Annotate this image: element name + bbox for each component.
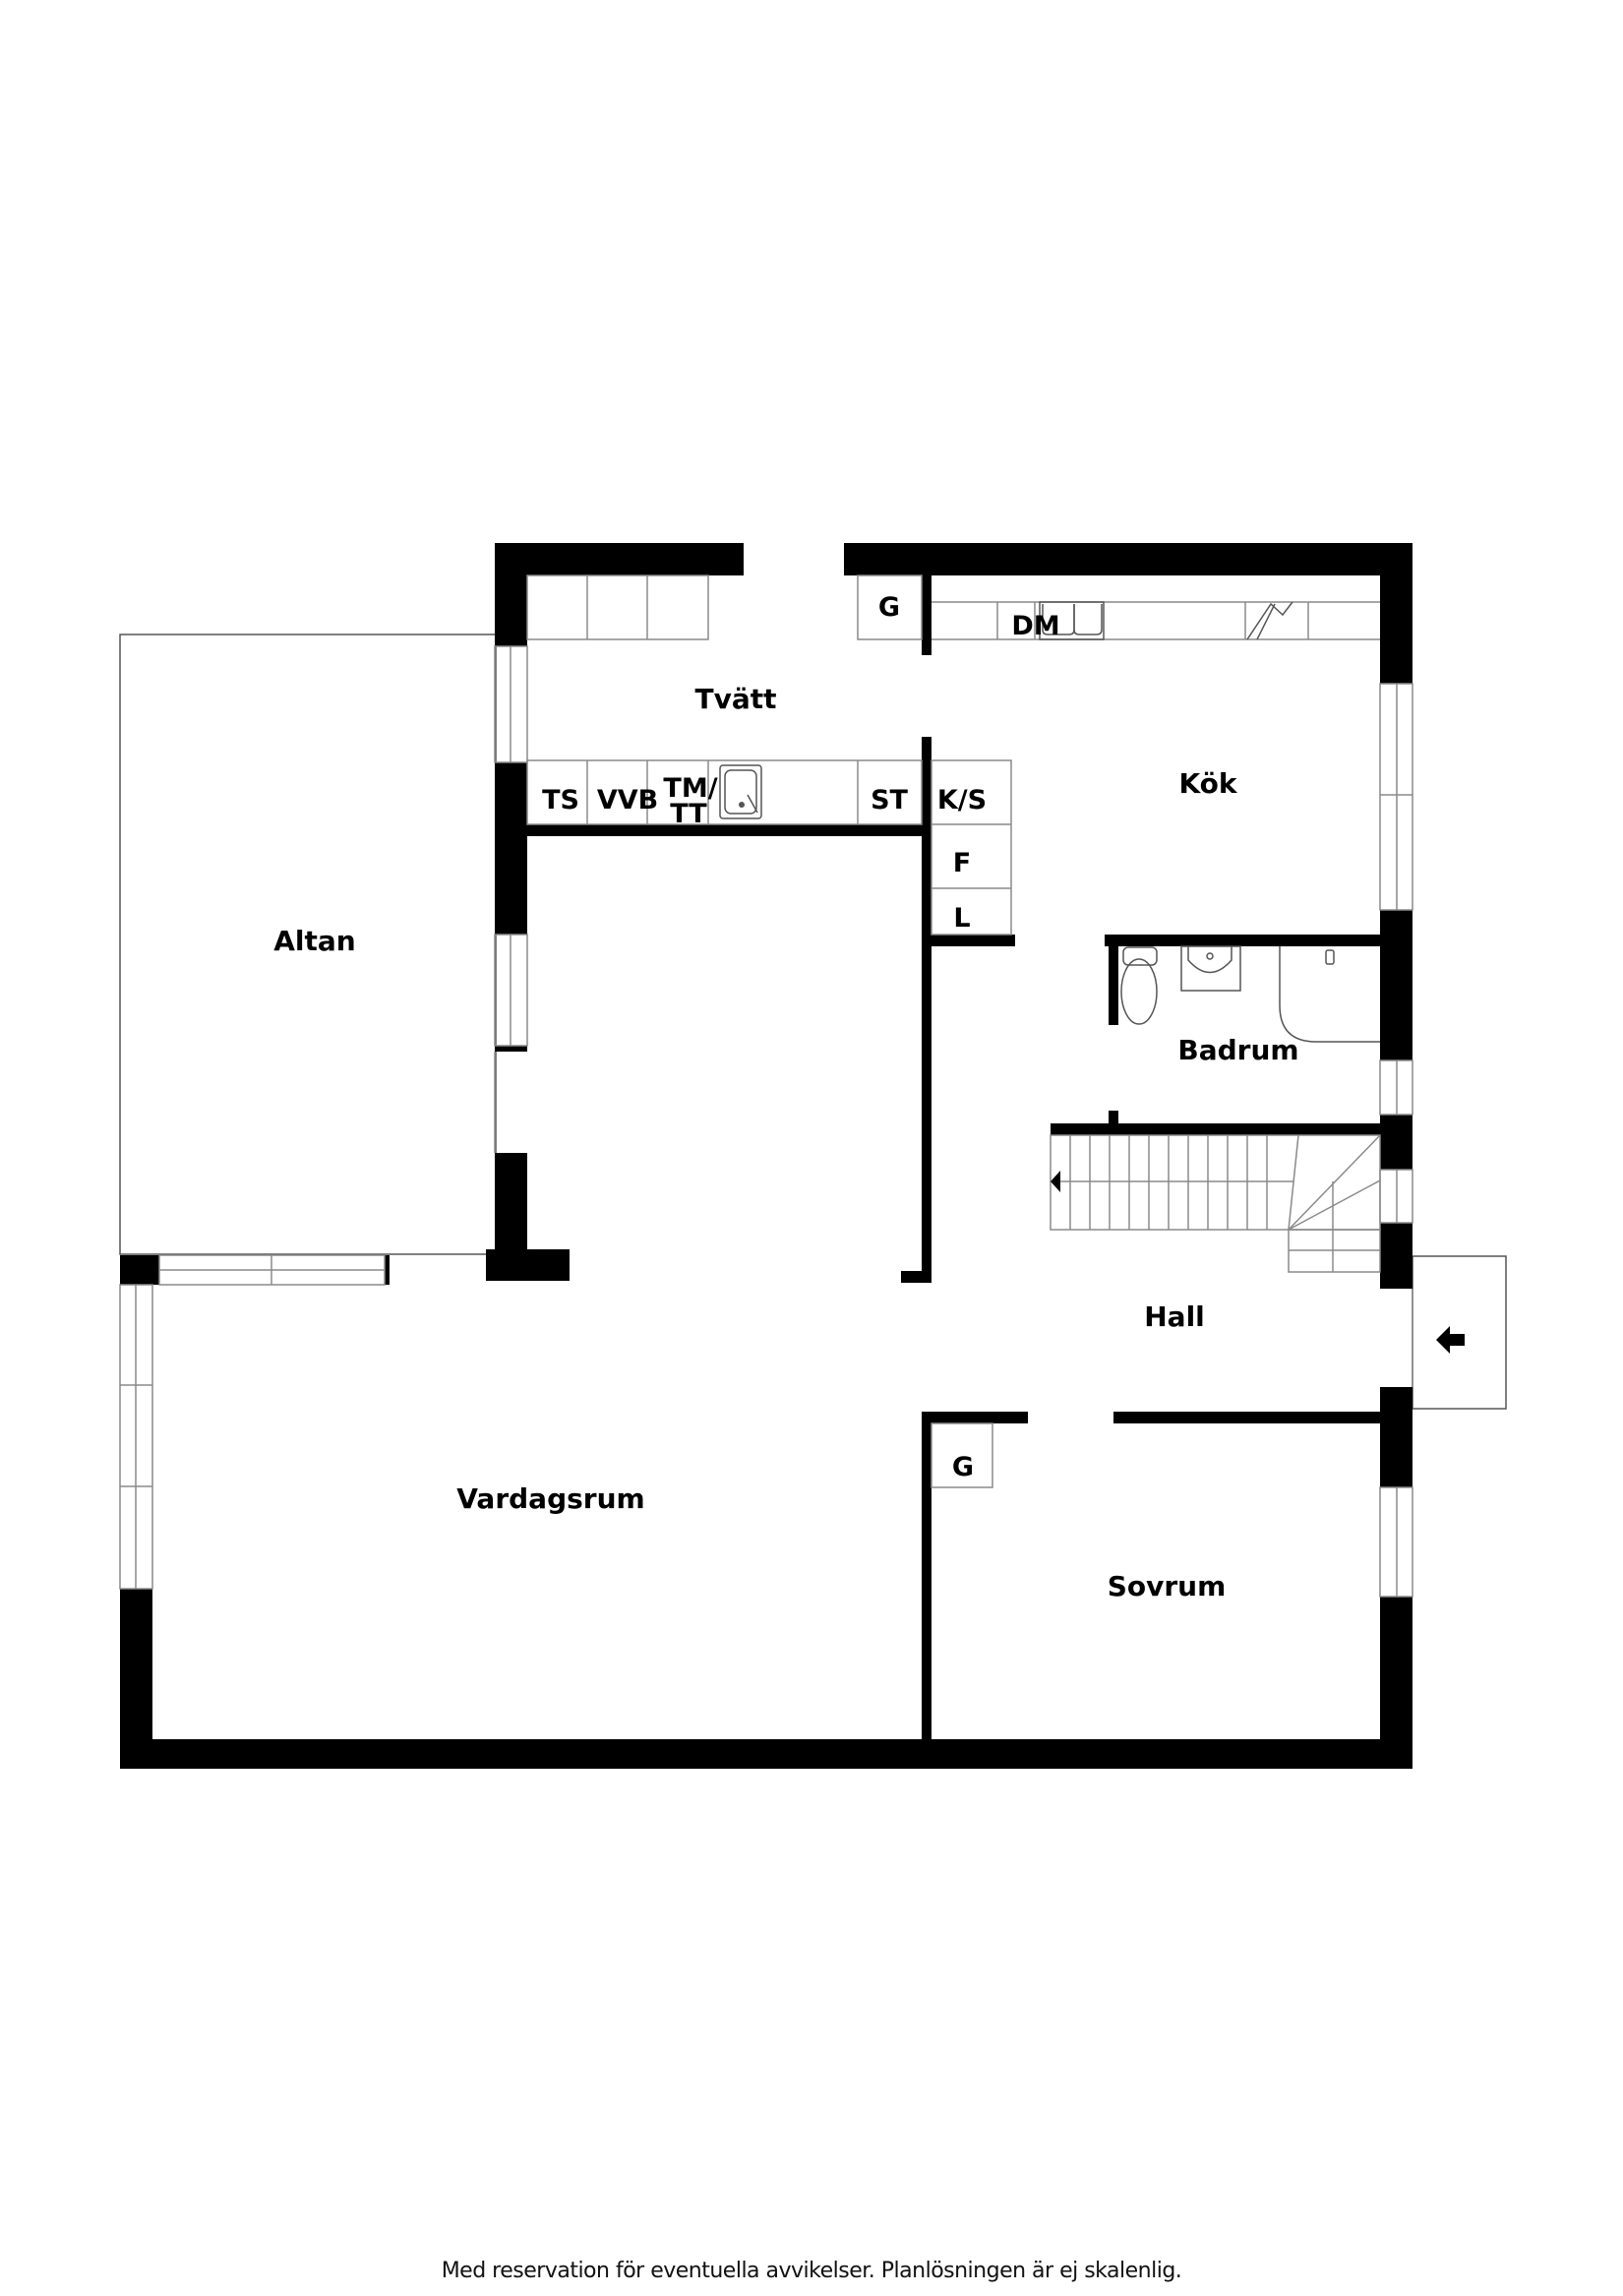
stair-direction-arrow-icon bbox=[1051, 1171, 1060, 1192]
fixture-label-torkskap: TS bbox=[542, 785, 579, 816]
stove-icon bbox=[1246, 601, 1293, 640]
shower-icon bbox=[1279, 946, 1380, 1043]
washbasin-icon bbox=[1180, 945, 1241, 992]
fixture-label-diskmaskin: DM bbox=[1011, 611, 1059, 641]
room-label-badrum: Badrum bbox=[1177, 1034, 1298, 1066]
fixture-label-vvb: VVB bbox=[597, 785, 658, 816]
disclaimer-text: Med reservation för eventuella avvikelse… bbox=[441, 2259, 1182, 2283]
fixture-label-stadskap: ST bbox=[871, 785, 908, 816]
fixture-label-garderob-sovrum: G bbox=[952, 1452, 974, 1482]
fixture-label-linneskap: L bbox=[953, 903, 970, 934]
fixture-label-frys: F bbox=[953, 848, 971, 878]
room-label-sovrum: Sovrum bbox=[1108, 1570, 1227, 1602]
entrance-arrow-icon bbox=[1436, 1326, 1465, 1354]
entrance-step bbox=[1412, 1255, 1507, 1410]
interior-walls bbox=[527, 575, 1380, 1739]
fixture-label-kyl-sval: K/S bbox=[937, 785, 987, 816]
staircase bbox=[1050, 1134, 1381, 1273]
room-label-vardagsrum: Vardagsrum bbox=[456, 1482, 644, 1515]
outer-walls bbox=[120, 543, 1413, 1769]
utility-sink-icon bbox=[719, 764, 762, 819]
room-label-hall: Hall bbox=[1144, 1300, 1205, 1333]
altan-outline bbox=[119, 634, 497, 1255]
tvatt-cabinets bbox=[526, 574, 923, 825]
fixture-label-tvattmaskin-1: TM/ bbox=[663, 773, 717, 804]
fixture-label-tvattmaskin-2: TT bbox=[670, 799, 707, 829]
double-sink-icon bbox=[1039, 601, 1105, 640]
fixture-label-garderob: G bbox=[878, 592, 900, 623]
sovrum-wardrobe bbox=[931, 1422, 993, 1488]
room-label-kok: Kök bbox=[1178, 767, 1237, 800]
room-label-altan: Altan bbox=[273, 925, 355, 957]
kitchen-counter bbox=[931, 601, 1380, 936]
windows bbox=[119, 645, 1413, 1598]
toilet-icon bbox=[1120, 946, 1158, 1025]
room-label-tvatt: Tvätt bbox=[694, 683, 776, 715]
